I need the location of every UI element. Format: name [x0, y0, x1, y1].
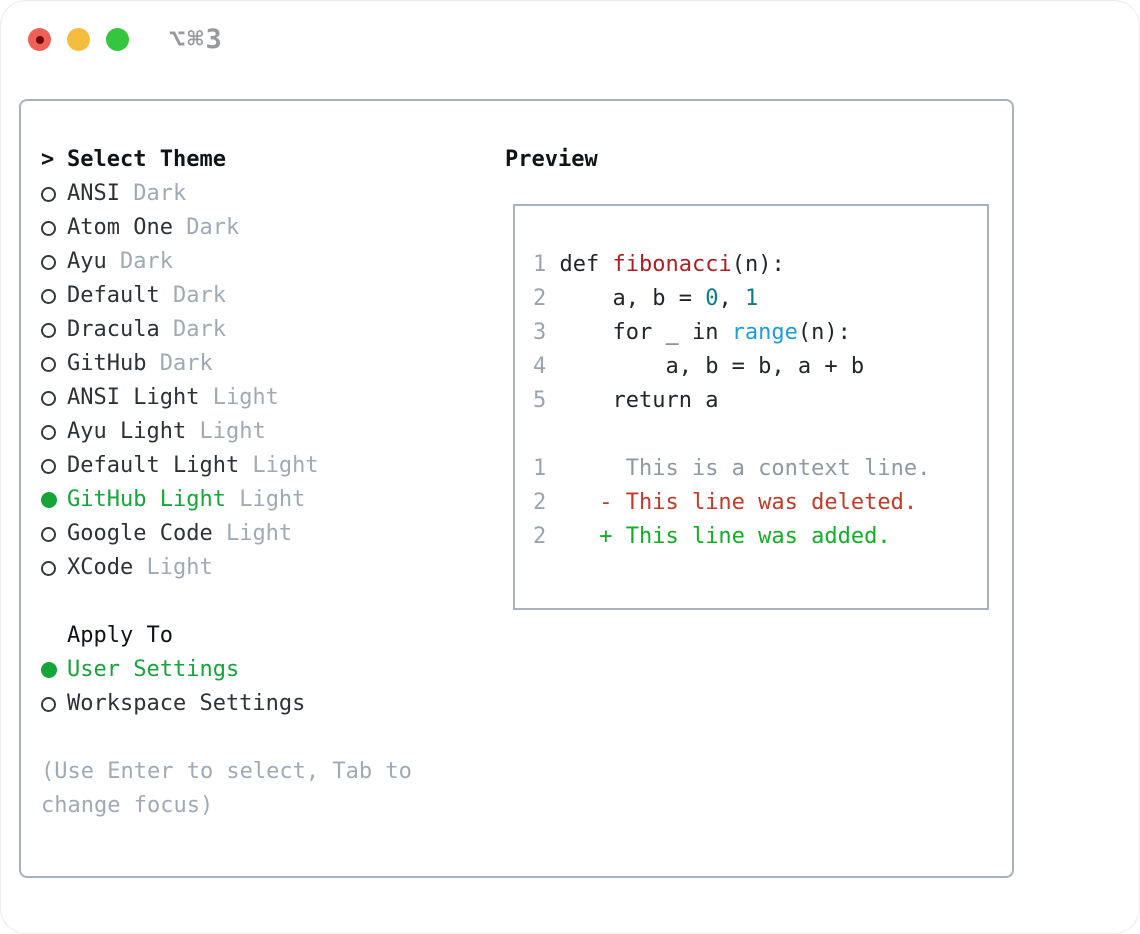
- theme-variant-badge: Dark: [159, 283, 226, 308]
- code-line: 1 This is a context line.: [533, 452, 987, 486]
- theme-name: XCode: [67, 555, 134, 580]
- theme-variant-badge: Light: [239, 453, 319, 478]
- theme-name: Default Light: [67, 453, 240, 478]
- code-line: 5 return a: [533, 384, 987, 418]
- line-number: 1: [533, 252, 547, 277]
- select-theme-title: Select Theme: [67, 147, 226, 172]
- theme-option-default-light[interactable]: Default Light Light: [41, 449, 491, 483]
- theme-name: ANSI: [67, 181, 120, 206]
- theme-variant-badge: Light: [186, 419, 266, 444]
- radio-unselected-icon: [41, 220, 56, 236]
- window-title: ⌥⌘3: [169, 24, 224, 55]
- line-number: 1: [533, 456, 547, 481]
- close-dot-icon: [35, 35, 44, 44]
- minimize-button[interactable]: [67, 28, 90, 51]
- radio-unselected-icon: [41, 424, 56, 440]
- code-line: 3 for _ in range(n):: [533, 316, 987, 350]
- theme-variant-badge: Dark: [172, 215, 240, 240]
- radio-unselected-icon: [41, 526, 56, 542]
- theme-option-ansi[interactable]: ANSI Dark: [41, 177, 491, 211]
- theme-variant-badge: Dark: [106, 249, 173, 274]
- theme-option-ayu[interactable]: Ayu Dark: [41, 245, 491, 279]
- line-number: 2: [533, 490, 547, 515]
- help-text: (Use Enter to select, Tab to change focu…: [41, 759, 412, 818]
- radio-unselected-icon: [41, 458, 56, 474]
- radio-unselected-icon: [41, 254, 56, 270]
- theme-option-github[interactable]: GitHub Dark: [41, 347, 491, 381]
- preview-title: Preview: [505, 147, 598, 172]
- theme-option-ansi-light[interactable]: ANSI Light Light: [41, 381, 491, 415]
- prompt-caret-icon: >: [41, 147, 55, 172]
- theme-name: Google Code: [67, 521, 213, 546]
- apply-option-workspace-settings[interactable]: Workspace Settings: [41, 687, 491, 721]
- apply-option-label: Workspace Settings: [67, 691, 306, 716]
- theme-option-github-light[interactable]: GitHub Light Light: [41, 483, 491, 517]
- theme-name: Atom One: [67, 215, 173, 240]
- theme-option-ayu-light[interactable]: Ayu Light Light: [41, 415, 491, 449]
- theme-variant-badge: Light: [133, 555, 213, 580]
- radio-selected-icon: [41, 492, 57, 508]
- radio-unselected-icon: [41, 356, 56, 372]
- code-line: 2 a, b = 0, 1: [533, 282, 987, 316]
- titlebar: ⌥⌘3: [28, 24, 224, 55]
- theme-name: GitHub: [67, 351, 147, 376]
- theme-variant-badge: Dark: [146, 351, 213, 376]
- code-line: 4 a, b = b, a + b: [533, 350, 987, 384]
- code-line: 1 def fibonacci(n):: [533, 248, 987, 282]
- theme-name: Ayu Light: [67, 419, 187, 444]
- radio-unselected-icon: [41, 696, 56, 712]
- theme-variant-badge: Light: [212, 521, 293, 546]
- apply-to-title: Apply To: [67, 623, 173, 648]
- theme-name: GitHub Light: [67, 487, 226, 512]
- select-theme-header-row: > Select Theme: [41, 143, 491, 177]
- theme-variant-badge: Dark: [119, 181, 187, 206]
- code-line: 2 + This line was added.: [533, 520, 987, 554]
- code-line: [533, 418, 987, 452]
- theme-option-atom-one[interactable]: Atom One Dark: [41, 211, 491, 245]
- radio-unselected-icon: [41, 560, 56, 576]
- apply-to-header-row: Apply To: [41, 619, 491, 653]
- theme-name: ANSI Light: [67, 385, 200, 410]
- theme-variant-badge: Light: [199, 385, 279, 410]
- zoom-button[interactable]: [106, 28, 129, 51]
- theme-option-xcode[interactable]: XCode Light: [41, 551, 491, 585]
- radio-unselected-icon: [41, 186, 56, 202]
- close-button[interactable]: [28, 28, 51, 51]
- line-number: 5: [533, 388, 547, 413]
- theme-name: Ayu: [67, 249, 107, 274]
- radio-unselected-icon: [41, 390, 56, 406]
- theme-variant-badge: Light: [225, 487, 306, 512]
- radio-selected-icon: [41, 662, 57, 678]
- apply-option-user-settings[interactable]: User Settings: [41, 653, 491, 687]
- theme-option-default[interactable]: Default Dark: [41, 279, 491, 313]
- theme-name: Dracula: [67, 317, 160, 342]
- line-number: 2: [533, 524, 547, 549]
- line-number: 2: [533, 286, 547, 311]
- line-number: 4: [533, 354, 547, 379]
- theme-name: Default: [67, 283, 160, 308]
- code-line: 2 - This line was deleted.: [533, 486, 987, 520]
- radio-unselected-icon: [41, 288, 56, 304]
- theme-variant-badge: Dark: [159, 317, 226, 342]
- line-number: 3: [533, 320, 547, 345]
- radio-unselected-icon: [41, 322, 56, 338]
- theme-option-dracula[interactable]: Dracula Dark: [41, 313, 491, 347]
- apply-option-label: User Settings: [67, 657, 240, 682]
- theme-option-google-code[interactable]: Google Code Light: [41, 517, 491, 551]
